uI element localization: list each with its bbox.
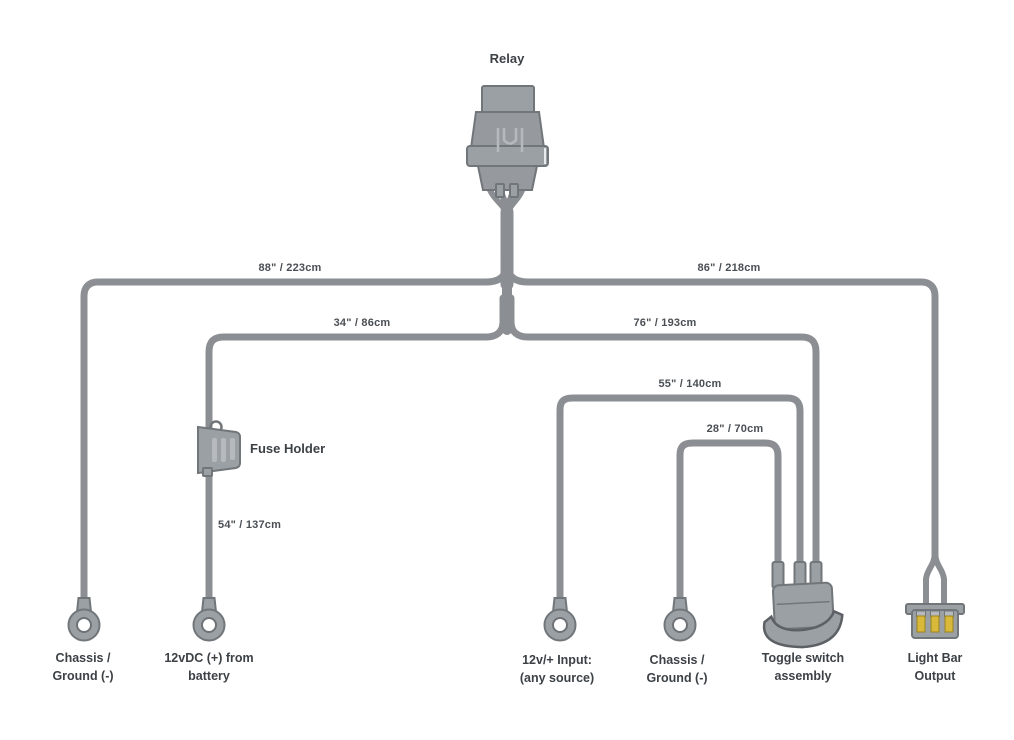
wire-runs — [80, 175, 947, 609]
connector-pin-2 — [930, 615, 940, 633]
endpoint-label-ground-left: Chassis / Ground (-) — [52, 651, 113, 683]
endpoint-line1: Toggle switch — [762, 651, 844, 665]
ring-terminal-input — [543, 597, 577, 642]
endpoint-line2: (any source) — [520, 671, 594, 685]
endpoint-line1: Chassis / — [56, 651, 111, 665]
endpoint-label-ground-right: Chassis / Ground (-) — [646, 653, 707, 685]
ring-terminal-ground-right — [663, 597, 697, 642]
fuse-holder-body — [197, 425, 241, 475]
connector-pin-1 — [916, 615, 926, 633]
wire-lightbar-output — [503, 258, 939, 561]
fuse-holder-rib-2 — [221, 438, 226, 462]
endpoint-line2: Ground (-) — [646, 671, 707, 685]
length-label-toggle: 76" / 193cm — [633, 317, 696, 329]
length-label-lightbar: 86" / 218cm — [697, 262, 760, 274]
terminal-hole — [552, 617, 568, 633]
toggle-body-seam — [776, 600, 830, 606]
wire-input-to-toggle — [556, 394, 804, 602]
length-label-fuse: 34" / 86cm — [334, 317, 391, 329]
relay-top-block — [481, 85, 535, 115]
wire-ground-left — [80, 258, 511, 602]
ring-terminal-ground-left — [67, 597, 101, 642]
toggle-body — [771, 581, 835, 631]
endpoint-line2: Output — [915, 669, 957, 683]
fuse-holder-rib-3 — [230, 438, 235, 460]
terminal-hole — [672, 617, 688, 633]
fuse-holder-tab — [202, 467, 213, 477]
length-label-input-toggle: 55" / 140cm — [658, 378, 721, 390]
relay-graphic — [466, 85, 549, 198]
endpoint-label-toggle: Toggle switch assembly — [762, 651, 844, 683]
lightbar-connector-graphic — [905, 603, 965, 639]
relay-label: Relay — [490, 51, 525, 66]
endpoint-label-battery: 12vDC (+) from battery — [164, 651, 253, 683]
endpoint-line2: battery — [188, 669, 230, 683]
wire-relay-to-toggle — [507, 294, 820, 590]
toggle-paddle — [762, 609, 844, 649]
terminal-hole — [201, 617, 217, 633]
fuse-holder-rib-1 — [212, 438, 217, 462]
endpoint-line1: 12v/+ Input: — [522, 653, 592, 667]
endpoint-line1: Chassis / — [650, 653, 705, 667]
fuse-holder-label: Fuse Holder — [250, 441, 325, 456]
relay-lower-body — [476, 165, 539, 191]
length-label-battery: 54" / 137cm — [218, 519, 281, 531]
wire-ground-to-toggle — [676, 439, 782, 602]
relay-tab-right — [509, 183, 519, 198]
fuse-holder-graphic — [197, 420, 241, 477]
endpoint-line1: 12vDC (+) from — [164, 651, 253, 665]
length-label-ground-toggle: 28" / 70cm — [707, 423, 764, 435]
toggle-switch-graphic — [762, 561, 844, 649]
relay-clip-detail — [496, 128, 524, 152]
endpoint-line2: Ground (-) — [52, 669, 113, 683]
lightbar-pigtail-right — [932, 549, 947, 609]
connector-pin-3 — [944, 615, 954, 633]
length-label-ground-left: 88" / 223cm — [258, 262, 321, 274]
endpoint-label-aux-input: 12v/+ Input: (any source) — [520, 653, 594, 685]
relay-tab-left — [495, 183, 505, 198]
endpoint-label-lightbar: Light Bar Output — [908, 651, 963, 683]
endpoint-line1: Light Bar — [908, 651, 963, 665]
endpoint-line2: assembly — [775, 669, 832, 683]
ring-terminal-battery — [192, 597, 226, 642]
wire-battery — [205, 294, 507, 602]
terminal-hole — [76, 617, 92, 633]
relay-collar — [466, 145, 549, 167]
